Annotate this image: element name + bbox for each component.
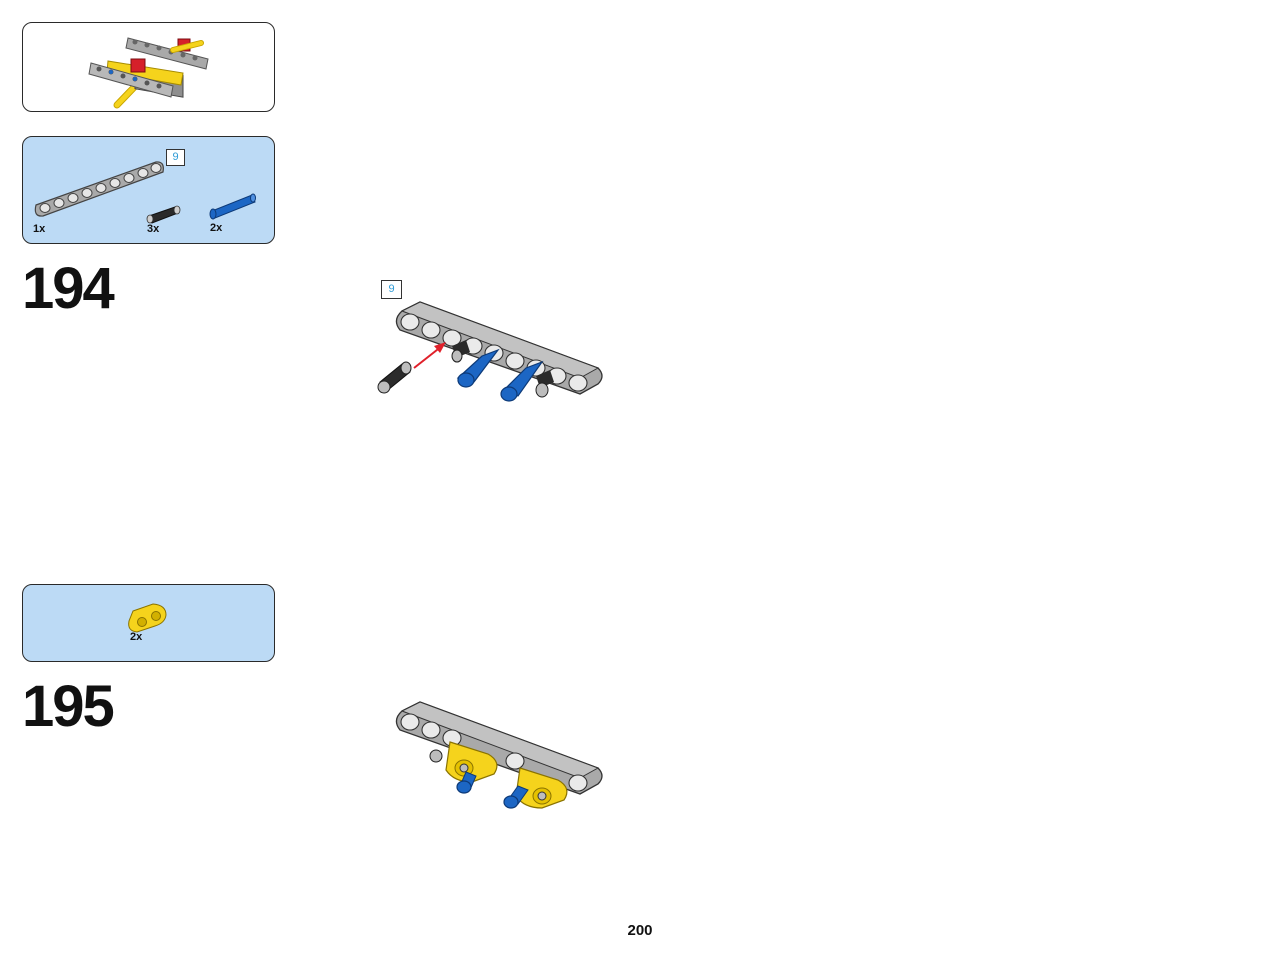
qty-axle-pin: 2x bbox=[210, 222, 223, 234]
parts-list-195: 2x bbox=[22, 584, 275, 662]
qty-beam: 1x bbox=[33, 223, 46, 235]
page-number: 200 bbox=[627, 922, 653, 939]
insert-arrow bbox=[413, 342, 446, 369]
axle-pin-part bbox=[209, 193, 256, 220]
step-195-illustration bbox=[395, 701, 603, 809]
inserted-friction-pin bbox=[451, 340, 470, 363]
axle-pin-end bbox=[503, 785, 529, 809]
inserted-friction-pin bbox=[535, 370, 554, 398]
qty-friction-pin: 3x bbox=[147, 223, 160, 235]
axle-pin-end bbox=[456, 771, 477, 794]
inserted-axle-pin bbox=[500, 360, 544, 402]
parts-beam-size-tag: 9 bbox=[166, 149, 185, 166]
subassembly-illustration bbox=[88, 37, 209, 109]
parts-list-194: 9 1x 3x 2x bbox=[22, 136, 275, 244]
subassembly-callout bbox=[22, 22, 275, 112]
inserted-axle-pin bbox=[456, 348, 500, 388]
yellow-beam-placed bbox=[445, 741, 498, 783]
loose-friction-pin bbox=[377, 361, 412, 394]
step-number-194: 194 bbox=[22, 256, 115, 321]
beam-2-yellow-part bbox=[128, 603, 167, 633]
step-number-195: 195 bbox=[22, 674, 115, 739]
build-beam-size-tag: 9 bbox=[381, 280, 402, 299]
qty-yellow-beam: 2x bbox=[130, 631, 143, 643]
beam-9-part bbox=[34, 161, 164, 217]
step-194-illustration bbox=[377, 301, 603, 402]
friction-pin-part bbox=[146, 205, 181, 224]
